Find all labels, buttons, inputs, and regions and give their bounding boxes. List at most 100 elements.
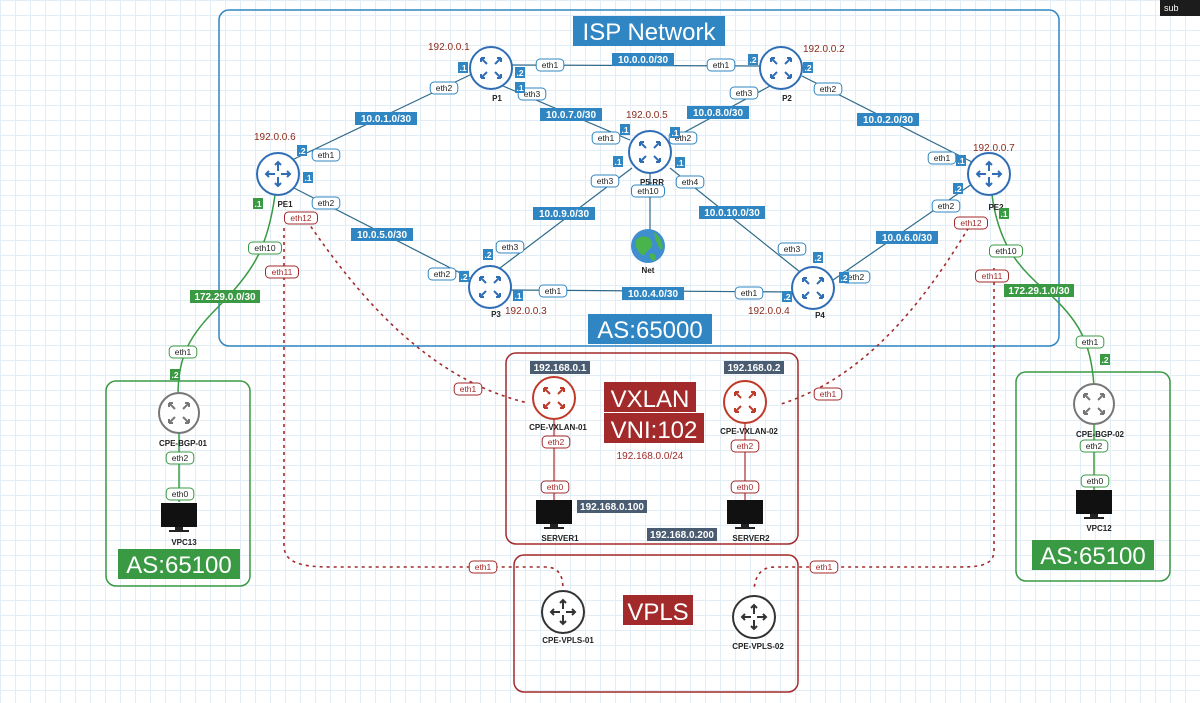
vpc13-name: VPC13	[171, 538, 197, 547]
port-vx02-eth2: eth2	[730, 439, 760, 453]
port-p3-eth2: eth2	[427, 267, 457, 281]
router-cpe-vxlan-02[interactable]	[723, 380, 767, 424]
node-name-labels: P1 P2 P5-RR PE1 PE2 P3 P4 Net CPE-BGP-01…	[159, 94, 1125, 651]
router-p1[interactable]	[469, 46, 513, 90]
port-p5-eth1: eth1	[591, 131, 621, 145]
port-vpls01-eth1-text: eth1	[475, 562, 492, 572]
right-as-label: AS:65100	[1040, 543, 1145, 570]
subnet-labels: 10.0.0.0/30 10.0.1.0/30 10.0.2.0/30 10.0…	[351, 53, 938, 300]
router-cpe-vxlan-01[interactable]	[532, 376, 576, 420]
cpe-vpls-01-name: CPE-VPLS-01	[542, 636, 594, 645]
port-pe2-eth11: eth11	[975, 269, 1009, 283]
router-p4[interactable]	[791, 266, 835, 310]
server2-name: SERVER2	[732, 534, 770, 543]
port-p1-eth1: eth1	[535, 58, 565, 72]
port-pe2-eth10: eth10	[989, 244, 1023, 258]
right-as-group: AS:65100	[1032, 540, 1154, 570]
port-p2-eth1: eth1	[706, 58, 736, 72]
port-server1-eth0: eth0	[540, 480, 570, 494]
port-pe1-eth12: eth12	[284, 211, 318, 225]
router-cpe-bgp-02[interactable]	[1073, 383, 1115, 425]
port-vx02-eth1: eth1	[813, 387, 843, 401]
port-vx01-eth2: eth2	[541, 435, 571, 449]
net-globe-icon[interactable]	[631, 229, 665, 263]
router-p5-rr[interactable]	[628, 130, 672, 174]
port-pe1-eth11: eth11	[265, 265, 299, 279]
addr-p5-downright: .1	[675, 157, 685, 168]
subnet-pe2-cpe: 172.29.1.0/30	[1008, 286, 1070, 297]
addr-pe2-down: .2	[953, 183, 963, 194]
addr-p3-right: .1	[513, 290, 523, 301]
port-cpe-bgp-01-eth2: eth2	[165, 451, 195, 465]
port-p2-eth1-text: eth1	[713, 60, 730, 70]
port-p1-eth3: eth3	[517, 87, 547, 101]
vpc12-monitor-icon[interactable]	[1076, 490, 1112, 519]
router-pe2[interactable]	[967, 152, 1011, 196]
server2-monitor-icon[interactable]	[727, 500, 763, 529]
port-cpe-bgp-02-eth2-text: eth2	[1086, 441, 1103, 451]
vpls-title-group: VPLS	[623, 595, 693, 626]
subnet-p3-p4: 10.0.4.0/30	[628, 289, 678, 300]
port-p2-eth2: eth2	[813, 82, 843, 96]
svg-text:.1: .1	[1000, 209, 1007, 219]
corner-tab[interactable]: sub	[1160, 0, 1200, 16]
p4-ip: 192.0.0.4	[748, 306, 790, 317]
service-links	[283, 214, 995, 591]
right-as-bg	[1032, 540, 1154, 570]
server1-ip: 192.168.0.100	[580, 502, 644, 513]
vxlan-title-bg	[604, 382, 696, 412]
subnet-pe1-p1: 10.0.1.0/30	[361, 114, 411, 125]
subnet-p2-p5: 10.0.8.0/30	[693, 108, 743, 119]
port-cpe-bgp-01-eth1: eth1	[168, 345, 198, 359]
port-p3-eth1-text: eth1	[545, 286, 562, 296]
svg-text:.2: .2	[954, 184, 961, 194]
port-pe2-eth1-text: eth1	[934, 153, 951, 163]
svg-text:.2: .2	[298, 146, 305, 156]
port-p4-eth1-text: eth1	[741, 288, 758, 298]
port-p3-eth3: eth3	[495, 240, 525, 254]
router-cpe-vpls-02[interactable]	[732, 595, 776, 639]
port-p3-eth2-text: eth2	[434, 269, 451, 279]
vxlan-title: VXLAN	[611, 386, 690, 413]
vxlan-vni: VNI:102	[611, 417, 698, 444]
svg-text:.2: .2	[484, 250, 491, 260]
svg-text:.2: .2	[1101, 355, 1108, 365]
vxlan-ip-labels: 192.168.0.1 192.168.0.2 192.168.0.100 19…	[530, 361, 784, 541]
port-p3-eth1: eth1	[538, 284, 568, 298]
router-cpe-bgp-01[interactable]	[158, 392, 200, 434]
port-vpls02-eth1-text: eth1	[816, 562, 833, 572]
server1-monitor-icon[interactable]	[536, 500, 572, 529]
vpc13-monitor-icon[interactable]	[161, 503, 197, 532]
cpe-vxlan-01-name: CPE-VXLAN-01	[529, 423, 587, 432]
router-p2[interactable]	[759, 46, 803, 90]
cpe-bgp-01-name: CPE-BGP-01	[159, 439, 208, 448]
node-ip-labels: 192.0.0.1 192.0.0.2 192.0.0.5 192.0.0.6 …	[254, 42, 1015, 317]
cpe-bgp-02-name: CPE-BGP-02	[1076, 430, 1125, 439]
pe2-name: PE2	[988, 203, 1004, 212]
port-p5-eth4-text: eth4	[682, 177, 699, 187]
isp-title-group: ISP Network	[573, 16, 725, 46]
router-pe1[interactable]	[256, 152, 300, 196]
p3-ip: 192.0.0.3	[505, 306, 547, 317]
port-p2-eth2-text: eth2	[820, 84, 837, 94]
addr-p5-right: .1	[670, 127, 680, 138]
subnet-p1-p2: 10.0.0.0/30	[618, 55, 668, 66]
port-p4-eth1: eth1	[734, 286, 764, 300]
svg-text:.1: .1	[676, 158, 683, 168]
vxlan-subnet: 192.168.0.0/24	[617, 451, 684, 462]
router-cpe-vpls-01[interactable]	[541, 590, 585, 634]
subnet-p5-p3: 10.0.9.0/30	[539, 209, 589, 220]
svg-text:.2: .2	[783, 292, 790, 302]
link-pe1-cpe-vpls-01	[283, 228, 564, 591]
subnet-p1-p5: 10.0.7.0/30	[546, 110, 596, 121]
router-p3[interactable]	[468, 265, 512, 309]
subnet-pe1-cpe: 172.29.0.0/30	[194, 292, 256, 303]
svg-text:.1: .1	[516, 83, 523, 93]
svg-text:.2: .2	[804, 63, 811, 73]
svg-text:.2: .2	[749, 55, 756, 65]
link-pe1-cpe-bgp-01	[177, 194, 276, 396]
port-pe1-eth12-text: eth12	[290, 213, 312, 223]
p3-name: P3	[491, 310, 501, 319]
